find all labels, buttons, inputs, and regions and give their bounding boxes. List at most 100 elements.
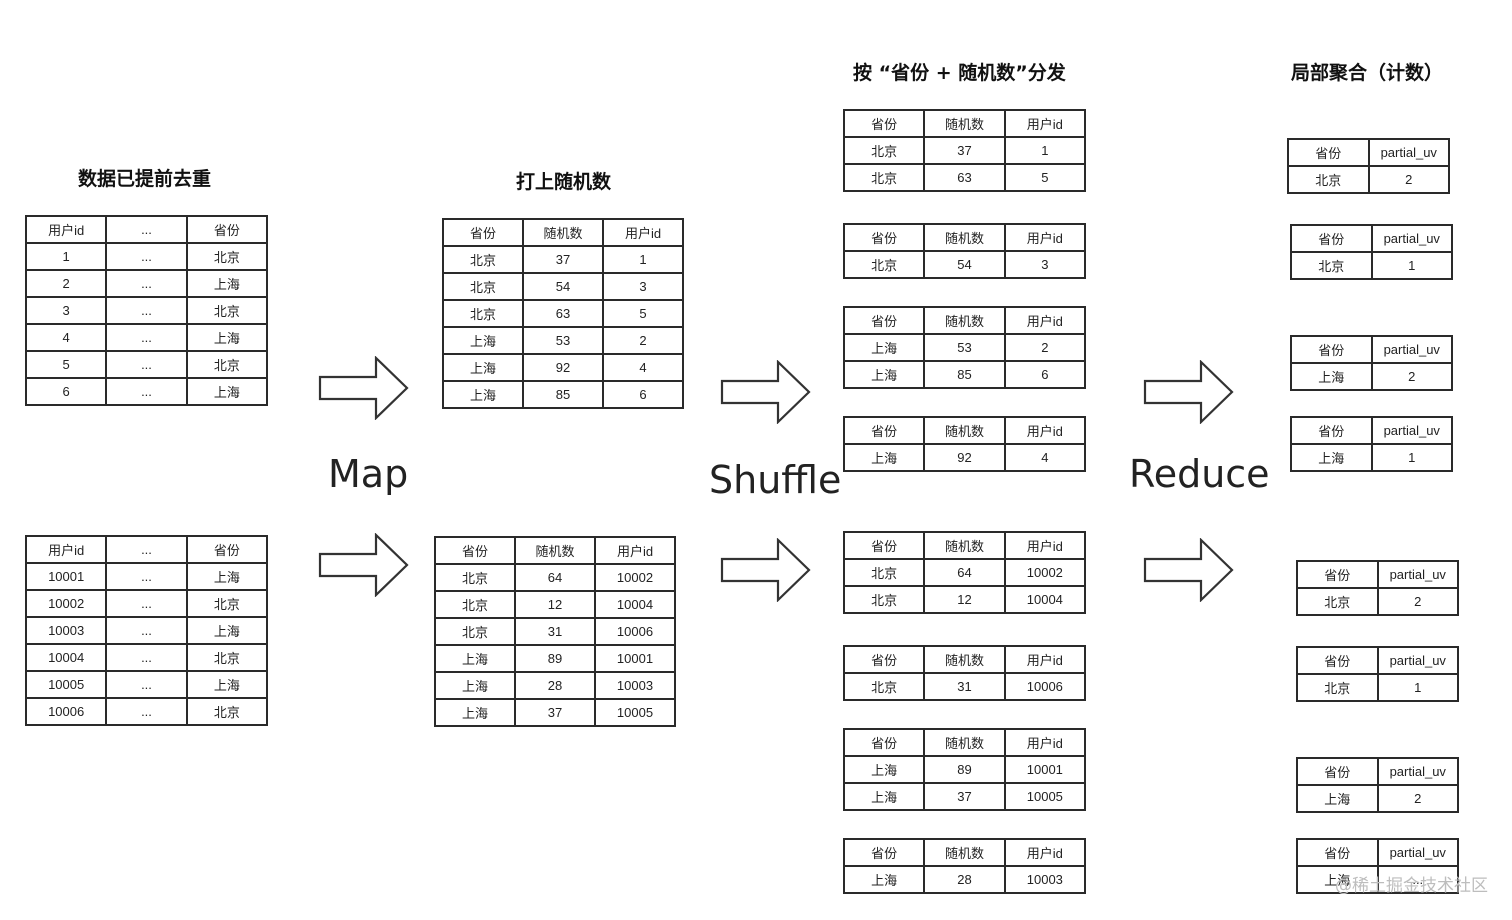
- table-header-row: 省份随机数用户id: [842, 109, 1087, 138]
- table-row: 4...上海: [24, 323, 269, 352]
- table-cell: 上海: [1296, 865, 1379, 894]
- table-header-cell: 省份: [434, 536, 516, 565]
- shuffle-arrow-icon-top: [720, 360, 812, 424]
- table-header-cell: 省份: [1290, 416, 1373, 445]
- table-cell: 37: [514, 698, 596, 727]
- table-header-cell: 省份: [1290, 335, 1373, 364]
- table-cell: 上海: [185, 323, 269, 352]
- table-cell: 1: [1003, 136, 1087, 165]
- table-header-cell: 省份: [1290, 224, 1373, 253]
- table-cell: 5: [24, 350, 108, 379]
- table-header-row: 省份随机数用户id: [842, 645, 1087, 674]
- table-cell: ...: [105, 350, 188, 379]
- table-cell: 北京: [842, 163, 926, 192]
- table-header-row: 省份随机数用户id: [842, 531, 1087, 560]
- table-cell: 64: [514, 563, 596, 592]
- table-cell: 3: [24, 296, 108, 325]
- table-header-row: 用户id...省份: [24, 215, 269, 244]
- table-row: 6...上海: [24, 377, 269, 406]
- table-cell: 6: [602, 380, 684, 409]
- table-cell: 上海: [842, 755, 926, 784]
- table-header-cell: 省份: [442, 218, 524, 247]
- table-header-row: 省份随机数用户id: [842, 223, 1087, 252]
- table-cell: 92: [522, 353, 604, 382]
- table-cell: 北京: [1296, 587, 1379, 616]
- table-cell: 北京: [842, 585, 926, 614]
- table-cell: 37: [923, 782, 1006, 811]
- table-cell: 3: [1003, 250, 1087, 279]
- table-header-cell: 随机数: [514, 536, 596, 565]
- table-cell: 89: [923, 755, 1006, 784]
- table-cell: 北京: [842, 558, 926, 587]
- table-cell: 4: [1003, 443, 1087, 472]
- table-cell: 10001: [594, 644, 676, 673]
- table-cell: 2: [1367, 165, 1450, 194]
- shuffle-label: Shuffle: [709, 458, 842, 502]
- map-arrow-icon-bottom: [318, 533, 410, 597]
- table-cell: 上海: [434, 671, 516, 700]
- table-cell: 10006: [594, 617, 676, 646]
- table-header-cell: 随机数: [923, 416, 1006, 445]
- table-cell: 3: [602, 272, 684, 301]
- table-header-cell: partial_uv: [1370, 416, 1453, 445]
- table-cell: 10004: [1003, 585, 1087, 614]
- table-cell: 北京: [185, 643, 269, 672]
- map-label: Map: [328, 452, 409, 496]
- table-header-cell: partial_uv: [1370, 224, 1453, 253]
- table-cell: 85: [923, 360, 1006, 389]
- table-cell: 5: [1003, 163, 1087, 192]
- table-cell: 北京: [842, 672, 926, 701]
- table-header-row: 省份随机数用户id: [842, 728, 1087, 757]
- table-cell: 1: [602, 245, 684, 274]
- table-cell: 63: [522, 299, 604, 328]
- table-cell: 1: [1370, 251, 1453, 280]
- table-header-cell: 省份: [842, 223, 926, 252]
- table-header-row: 省份随机数用户id: [842, 416, 1087, 445]
- table-row: 10006...北京: [24, 697, 269, 726]
- table-cell: 北京: [185, 589, 269, 618]
- table-header-cell: 省份: [842, 109, 926, 138]
- table-cell: 上海: [185, 377, 269, 406]
- table-cell: 北京: [434, 617, 516, 646]
- table-header-cell: 随机数: [522, 218, 604, 247]
- table-cell: 53: [923, 333, 1006, 362]
- table-header-cell: 省份: [1296, 757, 1379, 786]
- table-cell: 北京: [842, 136, 926, 165]
- table-row: 2...上海: [24, 269, 269, 298]
- table-cell: 53: [522, 326, 604, 355]
- table-cell: 1: [24, 242, 108, 271]
- table-cell: 上海: [842, 333, 926, 362]
- table-header-cell: 用户id: [24, 535, 108, 564]
- table-cell: 上海: [842, 865, 926, 894]
- table-row: 10004...北京: [24, 643, 269, 672]
- table-cell: 6: [1003, 360, 1087, 389]
- table-header-cell: 用户id: [1003, 838, 1087, 867]
